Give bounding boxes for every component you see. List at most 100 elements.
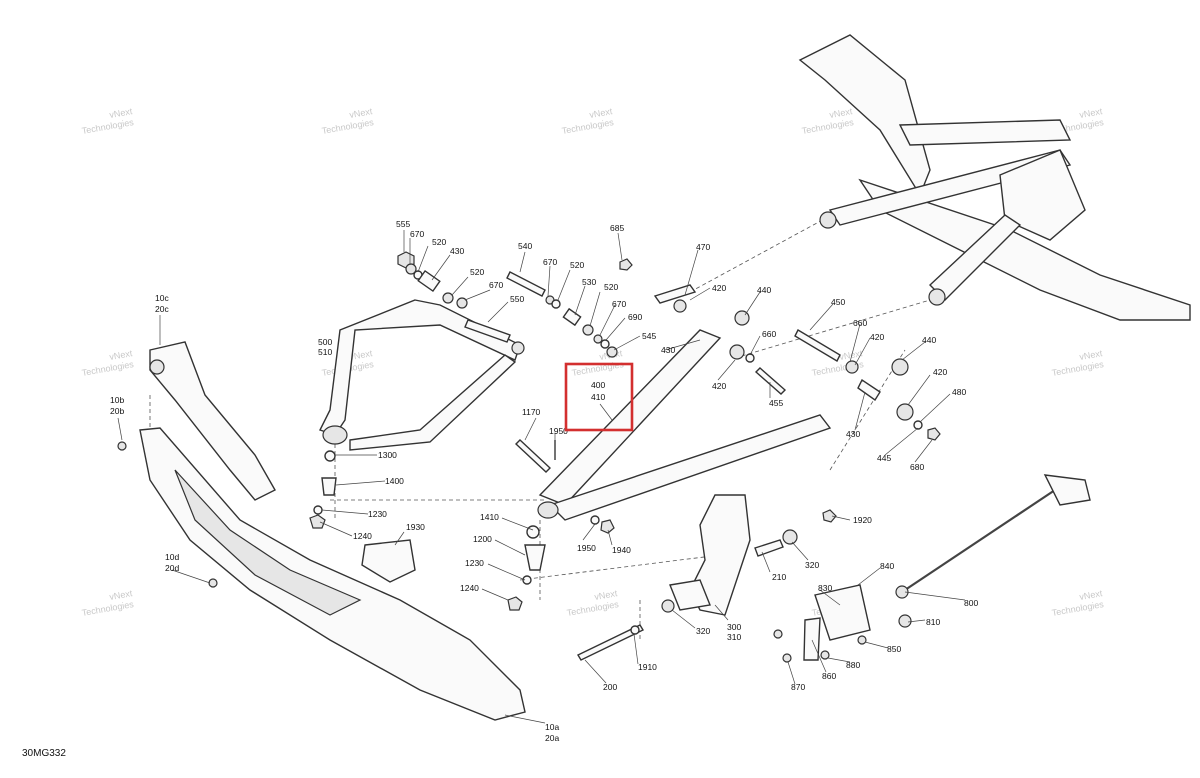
callout-470: 470	[696, 242, 710, 252]
callout-510: 510	[318, 347, 332, 357]
watermark-line-1: vNext	[349, 106, 374, 120]
watermark: vNext Technologies	[81, 348, 135, 378]
callout-1910: 1910	[638, 662, 657, 672]
callout-410[interactable]: 410	[591, 392, 605, 402]
callout-420: 420	[712, 283, 726, 293]
callout-1950: 1950	[549, 426, 568, 436]
callout-420: 420	[933, 367, 947, 377]
spindle	[669, 494, 751, 616]
callout-660: 660	[853, 318, 867, 328]
watermark: vNext Technologies	[561, 106, 615, 136]
callout-550: 550	[510, 294, 524, 304]
watermark-line-1: vNext	[839, 348, 864, 362]
steering-rod	[895, 474, 1091, 599]
callout-445: 445	[877, 453, 891, 463]
ski-lower-left	[139, 341, 526, 721]
callout-1930: 1930	[406, 522, 425, 532]
callout-10c: 10c	[155, 293, 169, 303]
watermark: vNext Technologies	[1051, 588, 1105, 618]
callout-210: 210	[772, 572, 786, 582]
callout-545: 545	[642, 331, 656, 341]
callout-430: 430	[661, 345, 675, 355]
watermark: vNext Technologies	[81, 588, 135, 618]
callout-320: 320	[805, 560, 819, 570]
highlight-box[interactable]	[564, 362, 634, 432]
callout-20a: 20a	[545, 733, 559, 743]
callout-420: 420	[712, 381, 726, 391]
watermark-line-1: vNext	[1079, 348, 1104, 362]
watermark: vNext Technologies	[81, 106, 135, 136]
callout-520: 520	[570, 260, 584, 270]
callout-455: 455	[769, 398, 783, 408]
callout-310: 310	[727, 632, 741, 642]
callout-685: 685	[610, 223, 624, 233]
callout-670: 670	[410, 229, 424, 239]
callout-520: 520	[604, 282, 618, 292]
callout-10a: 10a	[545, 722, 559, 732]
callout-1940: 1940	[612, 545, 631, 555]
callout-430: 430	[846, 429, 860, 439]
callout-690: 690	[628, 312, 642, 322]
callout-500: 500	[318, 337, 332, 347]
callout-430: 430	[450, 246, 464, 256]
callout-860: 860	[822, 671, 836, 681]
callout-440: 440	[757, 285, 771, 295]
assembly-lines	[149, 204, 931, 640]
callout-1240: 1240	[353, 531, 372, 541]
callout-labels: 555 670 520 430 540 670 520 520 670 550 …	[110, 219, 978, 743]
watermark: vNext Technologies	[1051, 348, 1105, 378]
watermark-line-1: vNext	[589, 106, 614, 120]
watermark-line-1: vNext	[1079, 588, 1104, 602]
watermark-line-1: vNext	[594, 588, 619, 602]
highlighted-callout[interactable]: 400 410	[564, 362, 634, 432]
hardware	[117, 251, 941, 663]
watermark-line-1: vNext	[349, 348, 374, 362]
ski-assembly-top-right	[798, 34, 1191, 321]
callout-670: 670	[612, 299, 626, 309]
callout-420: 420	[870, 332, 884, 342]
watermark: vNext Technologies	[801, 106, 855, 136]
callout-20b: 20b	[110, 406, 124, 416]
callout-400[interactable]: 400	[591, 380, 605, 390]
callout-1200: 1200	[473, 534, 492, 544]
watermark-line-2: Technologies	[561, 117, 615, 136]
callout-800: 800	[964, 598, 978, 608]
callout-20d: 20d	[165, 563, 179, 573]
callout-1410: 1410	[480, 512, 499, 522]
diagram-code: 30MG332	[22, 748, 66, 759]
callout-450: 450	[831, 297, 845, 307]
callout-1170: 1170	[522, 407, 541, 417]
steering-bracket	[803, 584, 871, 661]
watermark-line-1: vNext	[1079, 106, 1104, 120]
watermark-line-1: vNext	[109, 588, 134, 602]
callout-810: 810	[926, 617, 940, 627]
watermark-line-1: vNext	[109, 348, 134, 362]
callout-520: 520	[470, 267, 484, 277]
callout-1950: 1950	[577, 543, 596, 553]
callout-540: 540	[518, 241, 532, 251]
callout-10d: 10d	[165, 552, 179, 562]
watermark: vNext Technologies	[566, 588, 620, 618]
watermark: vNext Technologies	[321, 106, 375, 136]
callout-1920: 1920	[853, 515, 872, 525]
watermark-line-2: Technologies	[801, 117, 855, 136]
callout-660: 660	[762, 329, 776, 339]
callout-870: 870	[791, 682, 805, 692]
upper-a-arm	[319, 299, 521, 451]
callout-320: 320	[696, 626, 710, 636]
callout-530: 530	[582, 277, 596, 287]
callout-520: 520	[432, 237, 446, 247]
watermark-line-1: vNext	[829, 106, 854, 120]
leader-lines	[117, 230, 966, 724]
callout-840: 840	[880, 561, 894, 571]
watermark-line-2: Technologies	[1051, 599, 1105, 618]
watermark-line-2: Technologies	[321, 117, 375, 136]
watermark-line-2: Technologies	[81, 599, 135, 618]
callout-680: 680	[910, 462, 924, 472]
lower-a-arm	[537, 329, 832, 521]
callout-1400: 1400	[385, 476, 404, 486]
watermark-line-2: Technologies	[81, 117, 135, 136]
callout-440: 440	[922, 335, 936, 345]
watermark-line-2: Technologies	[81, 359, 135, 378]
callout-880: 880	[846, 660, 860, 670]
